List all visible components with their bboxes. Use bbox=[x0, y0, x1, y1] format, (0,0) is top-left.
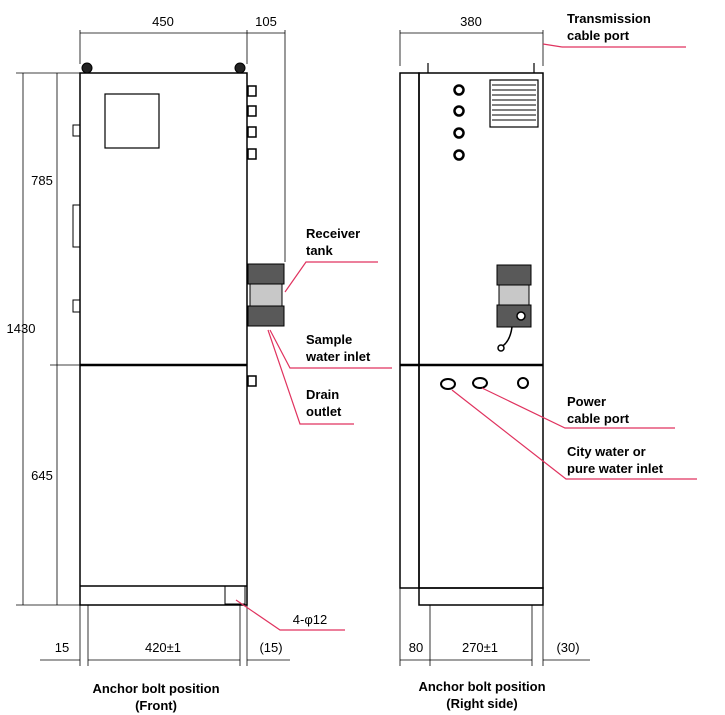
front-view bbox=[72, 72, 248, 606]
side-base-plinth bbox=[418, 587, 544, 606]
dim-bolt-holes: 4-φ12 bbox=[293, 612, 327, 627]
tank-body bbox=[249, 283, 283, 307]
front-bolt-foot bbox=[224, 585, 246, 605]
label-transmission-line1: Transmission bbox=[567, 11, 651, 26]
leader-bolts bbox=[235, 599, 345, 631]
leader-sample bbox=[269, 329, 392, 369]
dim-side-bolt-span: 270±1 bbox=[462, 640, 498, 655]
dim-side-right-margin: (30) bbox=[556, 640, 579, 655]
front-side-latch-top bbox=[72, 124, 81, 137]
cable-port-2-icon bbox=[453, 105, 465, 117]
side-ventilation-grille bbox=[489, 79, 539, 128]
eyebolt-left-icon bbox=[81, 62, 93, 74]
label-power-line2: cable port bbox=[567, 411, 630, 426]
dim-side-left-margin: 80 bbox=[409, 640, 423, 655]
side-tank-bottom-cap bbox=[496, 304, 532, 328]
leader-power bbox=[481, 387, 675, 429]
side-tank-body bbox=[498, 284, 530, 306]
front-side-latch-mid bbox=[72, 204, 81, 248]
label-drain-line1: Drain bbox=[306, 387, 339, 402]
cable-port-4-icon bbox=[453, 149, 465, 161]
dim-side-depth: 380 bbox=[460, 14, 482, 29]
cable-port-3-icon bbox=[453, 127, 465, 139]
side-tank-hose bbox=[500, 326, 513, 348]
cable-port-1-icon bbox=[453, 84, 465, 96]
label-sample-line1: Sample bbox=[306, 332, 352, 347]
side-tank-hose-end-icon bbox=[497, 344, 505, 352]
dim-lower-height: 645 bbox=[31, 468, 53, 483]
lower-port-3-icon bbox=[517, 377, 529, 389]
leader-receiver bbox=[284, 261, 378, 293]
label-drain-line2: outlet bbox=[306, 404, 342, 419]
front-eyebolts bbox=[81, 62, 246, 74]
leader-transmission-tick bbox=[542, 43, 563, 48]
connector-5-icon bbox=[247, 375, 257, 387]
label-receiver-line2: tank bbox=[306, 243, 334, 258]
side-cable-ports bbox=[453, 84, 465, 161]
connector-3-icon bbox=[247, 126, 257, 138]
label-sample-line2: water inlet bbox=[305, 349, 371, 364]
side-tank-top-cap bbox=[496, 264, 532, 286]
side-tank-outlet-icon bbox=[516, 311, 526, 321]
dim-front-bolt-span: 420±1 bbox=[145, 640, 181, 655]
side-view bbox=[399, 63, 544, 606]
power-cable-port-icon bbox=[472, 377, 488, 389]
caption-front-line2: (Front) bbox=[135, 698, 177, 713]
connector-2-icon bbox=[247, 105, 257, 117]
label-receiver-line1: Receiver bbox=[306, 226, 360, 241]
side-dimension-lines bbox=[399, 30, 590, 666]
leader-drain bbox=[267, 329, 354, 425]
leader-lines bbox=[235, 43, 697, 631]
caption-side-line2: (Right side) bbox=[446, 696, 518, 711]
front-dimension-lines bbox=[16, 30, 290, 666]
side-receiver-tank bbox=[496, 264, 532, 352]
caption-front-line1: Anchor bolt position bbox=[92, 681, 219, 696]
leader-city bbox=[451, 389, 697, 480]
front-side-latch-low bbox=[72, 299, 81, 313]
label-city-line2: pure water inlet bbox=[567, 461, 664, 476]
dim-side-extension: 105 bbox=[255, 14, 277, 29]
dim-front-width: 450 bbox=[152, 14, 174, 29]
city-water-inlet-icon bbox=[440, 378, 456, 390]
connector-1-icon bbox=[247, 85, 257, 97]
connector-4-icon bbox=[247, 148, 257, 160]
dim-front-right-margin: (15) bbox=[259, 640, 282, 655]
side-lower-ports bbox=[440, 377, 529, 390]
tank-bottom-cap bbox=[247, 305, 285, 327]
eyebolt-right-icon bbox=[234, 62, 246, 74]
side-cabinet-outline bbox=[418, 72, 544, 589]
label-city-line1: City water or bbox=[567, 444, 646, 459]
dim-total-height: 1430 bbox=[7, 321, 36, 336]
dim-front-left-margin: 15 bbox=[55, 640, 69, 655]
side-door-outline bbox=[399, 72, 420, 589]
label-transmission-line2: cable port bbox=[567, 28, 630, 43]
front-side-connectors bbox=[247, 85, 257, 387]
tank-top-cap bbox=[247, 263, 285, 285]
front-display-window bbox=[104, 93, 160, 149]
dim-upper-height: 785 bbox=[31, 173, 53, 188]
front-receiver-tank bbox=[247, 263, 285, 327]
label-power-line1: Power bbox=[567, 394, 606, 409]
front-cabinet-outline bbox=[79, 72, 248, 606]
caption-side-line1: Anchor bolt position bbox=[418, 679, 545, 694]
